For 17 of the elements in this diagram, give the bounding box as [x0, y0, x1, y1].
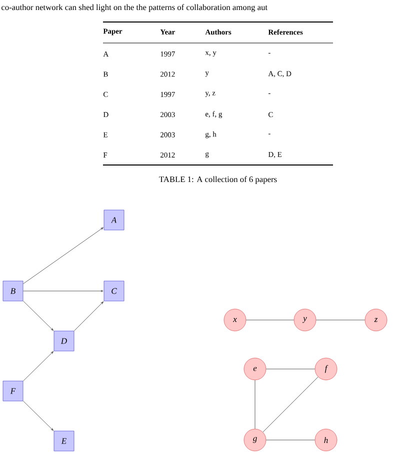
arrow	[22, 300, 54, 331]
arrow	[22, 227, 104, 284]
edge-line	[266, 368, 316, 370]
paper-box: F	[2, 380, 24, 402]
arrow	[74, 301, 104, 332]
body-text: co-author network can shed light on the the patterns of collaboration among aut	[2, 4, 268, 12]
paper-box: E	[54, 430, 74, 452]
table-caption: TABLE 1: A collection of 6 papers	[159, 176, 277, 184]
edge-line	[262, 376, 318, 432]
paper-box: A	[104, 210, 124, 230]
paper-box: C	[104, 280, 124, 302]
paper-box: B	[2, 280, 24, 302]
arrow	[22, 400, 54, 431]
arrow	[22, 290, 104, 292]
edge-line	[254, 380, 256, 430]
paper-box: D	[54, 330, 74, 352]
arrow	[22, 351, 54, 382]
